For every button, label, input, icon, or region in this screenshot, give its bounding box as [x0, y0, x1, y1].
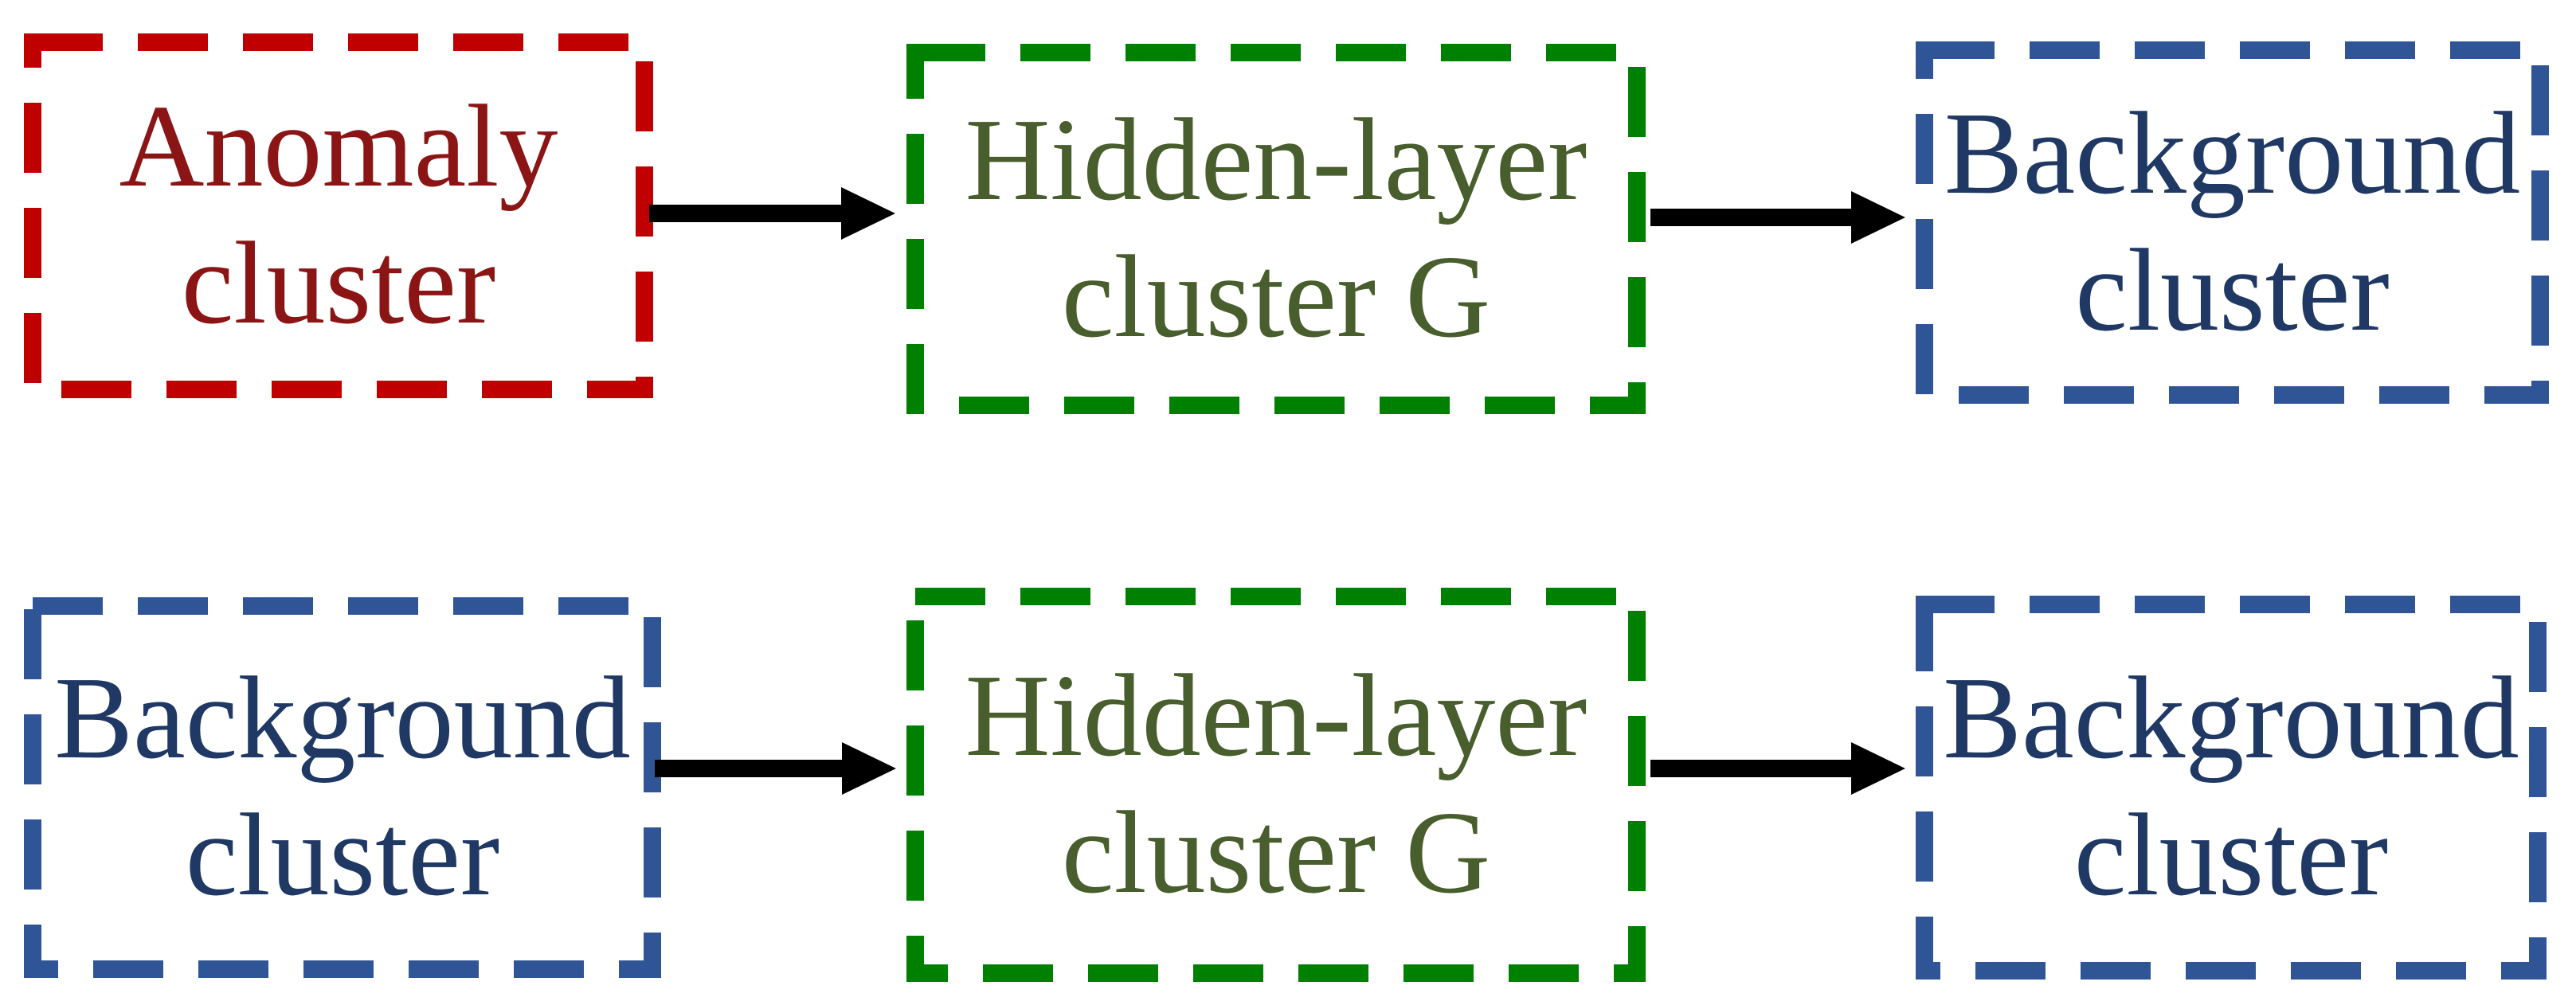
- hidden-layer-top-label-line2: cluster G: [1061, 231, 1491, 362]
- background-dashed-border-bottom-left: [24, 597, 661, 978]
- anomaly-cluster-label-line2: cluster: [181, 218, 496, 349]
- background-cluster-bottom-left-box: Background cluster: [24, 597, 661, 978]
- hidden-layer-dashed-border: [906, 44, 1646, 414]
- hidden-layer-bottom-label-line1: Hidden-layer: [965, 650, 1587, 781]
- background-bottom-right-label-line1: Background: [1943, 653, 2519, 784]
- hidden-layer-bottom-label-line2: cluster G: [1061, 787, 1491, 918]
- hidden-layer-cluster-g-top-box: Hidden-layer cluster G: [906, 44, 1646, 414]
- hidden-layer-dashed-border-bottom: [906, 588, 1646, 982]
- background-cluster-top-right-label: Background cluster: [1916, 41, 2549, 404]
- hidden-layer-cluster-g-bottom-box: Hidden-layer cluster G: [906, 588, 1646, 982]
- background-bottom-left-label-line1: Background: [54, 653, 631, 784]
- anomaly-cluster-label-line1: Anomaly: [119, 81, 558, 213]
- background-bottom-left-label-line2: cluster: [185, 790, 500, 921]
- hidden-layer-cluster-g-top-label: Hidden-layer cluster G: [906, 44, 1646, 414]
- hidden-layer-cluster-g-bottom-label: Hidden-layer cluster G: [906, 588, 1646, 982]
- anomaly-cluster-box: Anomaly cluster: [24, 33, 653, 398]
- anomaly-dashed-border: [24, 33, 653, 398]
- arrow-anomaly-to-hidden-top: [649, 187, 895, 240]
- anomaly-cluster-label: Anomaly cluster: [24, 33, 653, 398]
- background-cluster-bottom-right-box: Background cluster: [1916, 596, 2547, 980]
- background-cluster-bottom-right-label: Background cluster: [1916, 596, 2547, 980]
- arrow-background-to-hidden-bottom: [655, 742, 896, 795]
- background-bottom-right-label-line2: cluster: [2073, 790, 2389, 921]
- hidden-layer-top-label-line1: Hidden-layer: [965, 94, 1587, 225]
- background-dashed-border-bottom-right: [1916, 596, 2547, 980]
- background-cluster-bottom-left-label: Background cluster: [24, 597, 661, 978]
- arrow-hidden-to-background-bottom: [1650, 742, 1905, 795]
- background-top-right-label-line1: Background: [1944, 88, 2521, 219]
- background-dashed-border-top-right: [1916, 41, 2549, 404]
- arrow-hidden-to-background-top: [1650, 191, 1905, 244]
- background-top-right-label-line2: cluster: [2075, 225, 2390, 356]
- background-cluster-top-right-box: Background cluster: [1916, 41, 2549, 404]
